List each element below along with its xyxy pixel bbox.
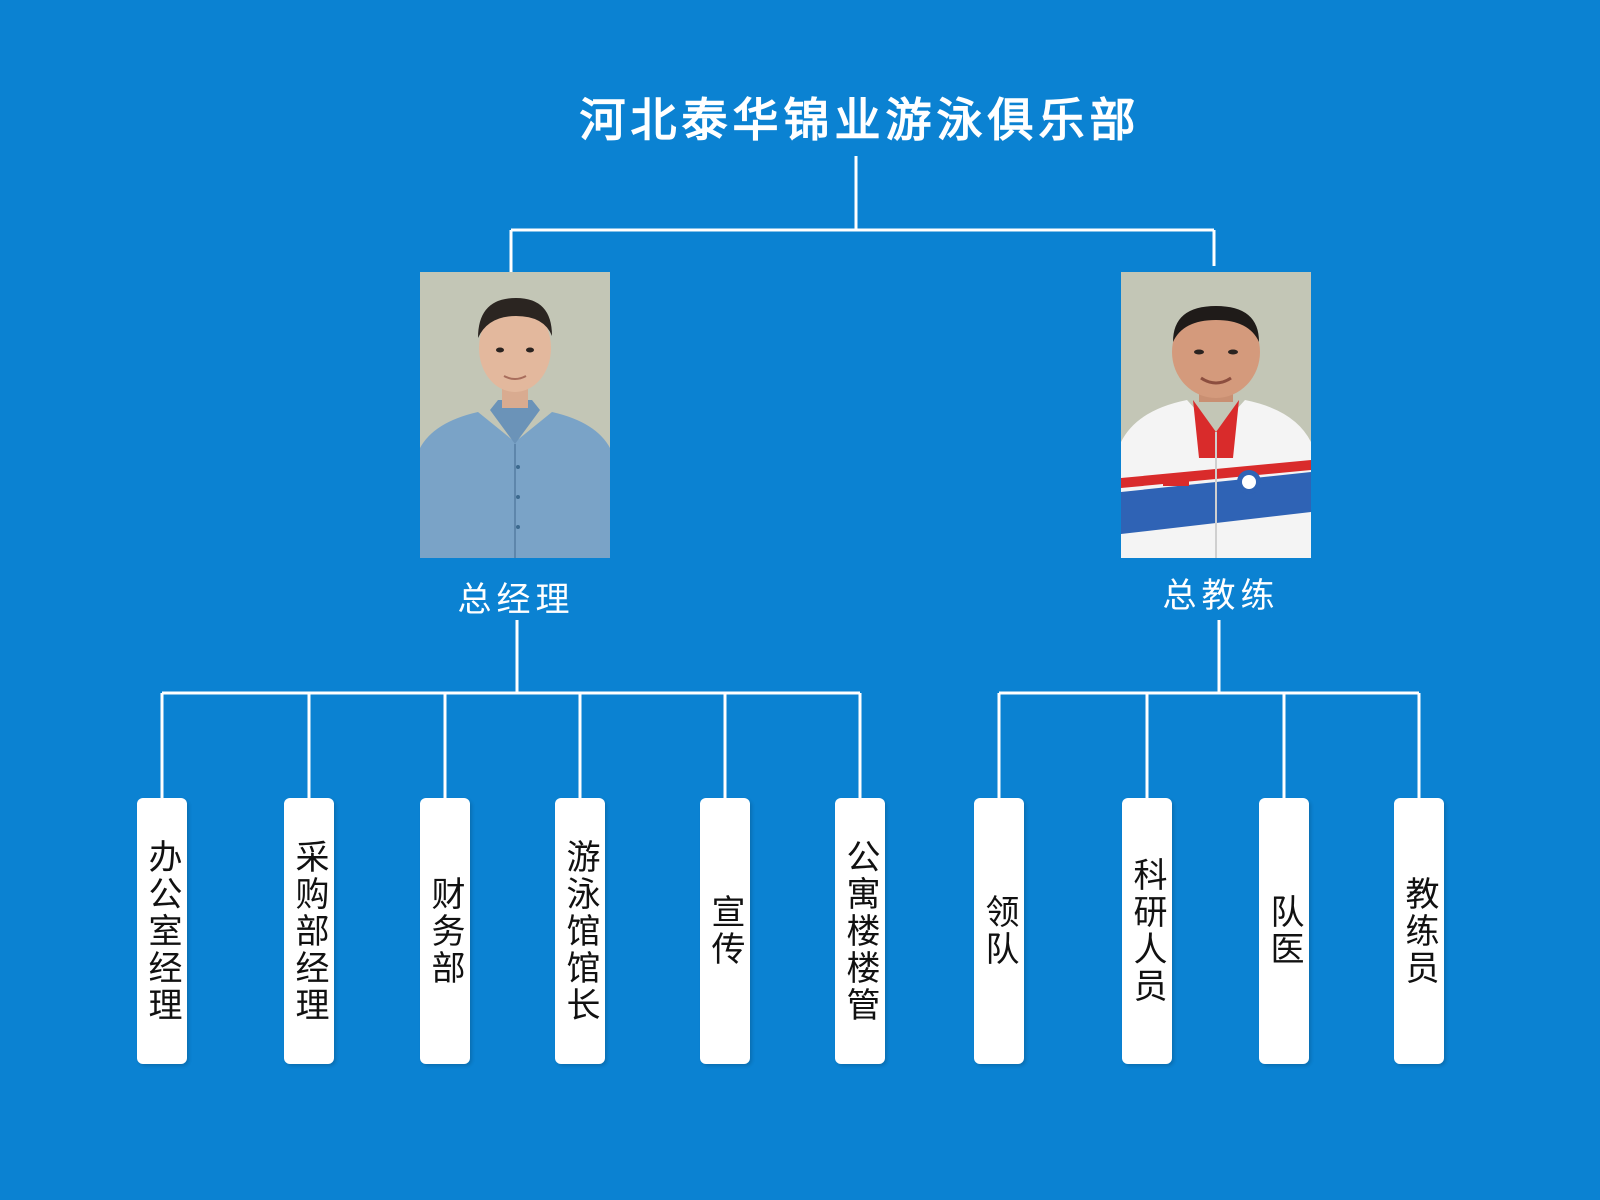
unit-box-coaches: 教练员 xyxy=(1394,798,1444,1064)
unit-box-apartment-manager: 公寓楼楼管 xyxy=(835,798,885,1064)
unit-box-pool-director: 游泳馆馆长 xyxy=(555,798,605,1064)
unit-box-office-manager: 办公室经理 xyxy=(137,798,187,1064)
org-title: 河北泰华锦业游泳俱乐部 xyxy=(579,93,1141,147)
general-manager-photo xyxy=(420,272,610,558)
unit-box-research-staff: 科研人员 xyxy=(1122,798,1172,1064)
general-manager-label: 总经理 xyxy=(457,580,575,620)
head-coach-photo xyxy=(1121,272,1311,558)
unit-box-publicity: 宣传 xyxy=(700,798,750,1064)
head-coach-label: 总教练 xyxy=(1162,576,1280,616)
unit-box-team-doctor: 队医 xyxy=(1259,798,1309,1064)
unit-box-team-leader: 领队 xyxy=(974,798,1024,1064)
unit-box-purchasing-manager: 采购部经理 xyxy=(284,798,334,1064)
unit-box-finance: 财务部 xyxy=(420,798,470,1064)
